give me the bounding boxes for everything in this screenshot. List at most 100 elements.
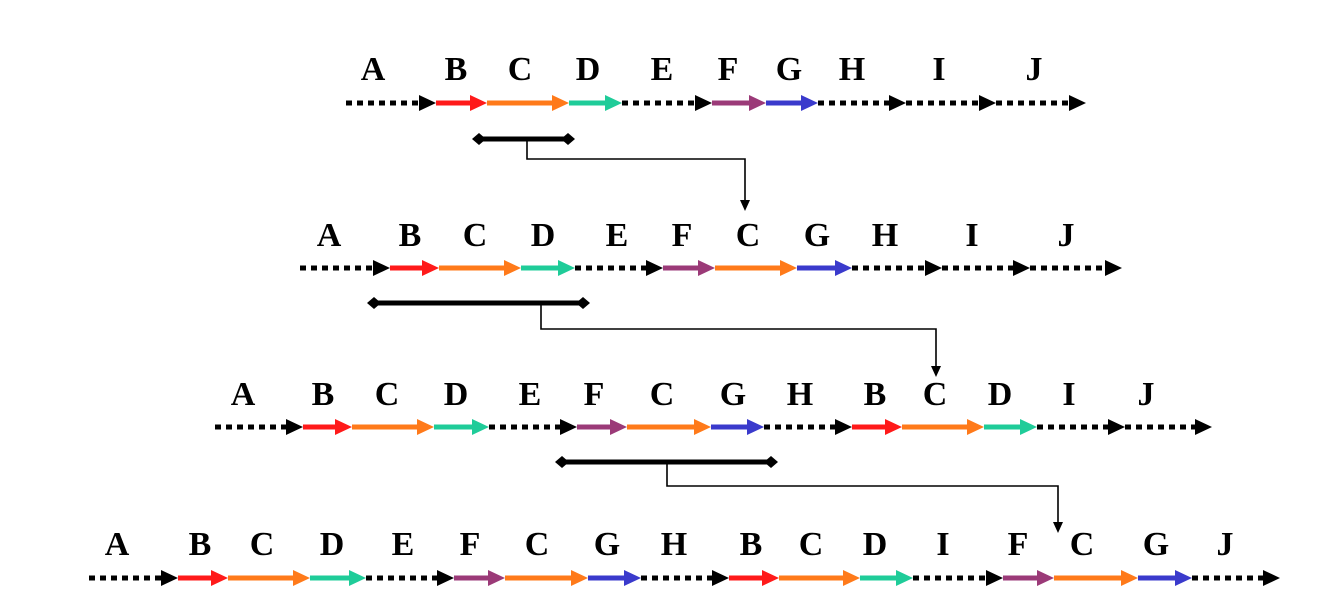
gene-label: D <box>444 376 469 413</box>
gene-C-arrow <box>902 419 984 435</box>
intergenic-arrow <box>300 260 390 276</box>
gene-C-arrow <box>715 260 797 276</box>
gene-D-arrow <box>521 260 575 276</box>
gene-label: H <box>661 526 687 563</box>
gene-label: D <box>576 51 601 88</box>
gene-label: J <box>1217 526 1234 563</box>
gene-F-arrow <box>712 95 766 111</box>
gene-G-arrow <box>711 419 764 435</box>
gene-label: F <box>718 51 739 88</box>
gene-B-arrow <box>303 419 352 435</box>
gene-label: F <box>672 217 693 254</box>
gene-C-arrow <box>1054 570 1138 586</box>
intergenic-arrow <box>1192 570 1280 586</box>
gene-label: C <box>508 51 533 88</box>
intergenic-arrow <box>366 570 454 586</box>
gene-label: B <box>399 217 422 254</box>
gene-label: C <box>525 526 550 563</box>
gene-C-arrow <box>439 260 521 276</box>
intergenic-arrow <box>764 419 852 435</box>
gene-B-arrow <box>852 419 902 435</box>
gene-B-arrow <box>390 260 439 276</box>
gene-D-arrow <box>569 95 622 111</box>
gene-label: B <box>312 376 335 413</box>
gene-G-arrow <box>766 95 818 111</box>
gene-label: J <box>1026 51 1043 88</box>
gene-label: E <box>651 51 674 88</box>
intergenic-arrow <box>346 95 436 111</box>
gene-label: B <box>864 376 887 413</box>
gene-G-arrow <box>1138 570 1192 586</box>
gene-label: I <box>1062 376 1075 413</box>
duplication-bracket-1 <box>472 133 750 211</box>
gene-label: C <box>250 526 275 563</box>
gene-label: B <box>445 51 468 88</box>
duplication-bracket-3 <box>555 456 1063 533</box>
gene-label: C <box>650 376 675 413</box>
gene-label: A <box>105 526 130 563</box>
gene-C-arrow <box>228 570 310 586</box>
gene-D-arrow <box>310 570 366 586</box>
gene-label: F <box>584 376 605 413</box>
gene-C-arrow <box>779 570 860 586</box>
gene-label: D <box>531 217 556 254</box>
intergenic-arrow <box>89 570 178 586</box>
gene-label: G <box>720 376 746 413</box>
gene-label: C <box>1070 526 1095 563</box>
gene-C-arrow <box>352 419 434 435</box>
gene-label: A <box>361 51 386 88</box>
gene-label: I <box>965 217 978 254</box>
gene-label: C <box>799 526 824 563</box>
gene-label: E <box>519 376 542 413</box>
gene-label: A <box>231 376 256 413</box>
gene-label: C <box>463 217 488 254</box>
gene-label: G <box>594 526 620 563</box>
gene-B-arrow <box>178 570 228 586</box>
intergenic-arrow <box>818 95 906 111</box>
intergenic-arrow <box>906 95 996 111</box>
gene-label: B <box>189 526 212 563</box>
gene-label: I <box>936 526 949 563</box>
gene-label: E <box>606 217 629 254</box>
gene-label: F <box>1008 526 1029 563</box>
gene-label: I <box>932 51 945 88</box>
gene-label: C <box>375 376 400 413</box>
intergenic-arrow <box>489 419 577 435</box>
intergenic-arrow <box>1037 419 1125 435</box>
duplication-bracket-2 <box>367 297 941 377</box>
gene-label: E <box>392 526 415 563</box>
gene-F-arrow <box>663 260 715 276</box>
gene-label: D <box>863 526 888 563</box>
gene-D-arrow <box>860 570 913 586</box>
gene-label: A <box>317 217 342 254</box>
intergenic-arrow <box>942 260 1030 276</box>
gene-label: B <box>740 526 763 563</box>
intergenic-arrow <box>641 570 729 586</box>
gene-label: G <box>804 217 830 254</box>
gene-label: G <box>1143 526 1169 563</box>
gene-F-arrow <box>577 419 627 435</box>
intergenic-arrow <box>215 419 303 435</box>
gene-B-arrow <box>729 570 779 586</box>
gene-label: G <box>776 51 802 88</box>
gene-label: D <box>320 526 345 563</box>
intergenic-arrow <box>852 260 942 276</box>
gene-label: H <box>872 217 898 254</box>
gene-D-arrow <box>984 419 1037 435</box>
gene-F-arrow <box>1003 570 1054 586</box>
gene-C-arrow <box>487 95 569 111</box>
gene-label: C <box>736 217 761 254</box>
intergenic-arrow <box>996 95 1086 111</box>
gene-label: J <box>1138 376 1155 413</box>
gene-F-arrow <box>454 570 505 586</box>
gene-label: D <box>988 376 1013 413</box>
intergenic-arrow <box>575 260 663 276</box>
gene-label: F <box>460 526 481 563</box>
intergenic-arrow <box>913 570 1003 586</box>
